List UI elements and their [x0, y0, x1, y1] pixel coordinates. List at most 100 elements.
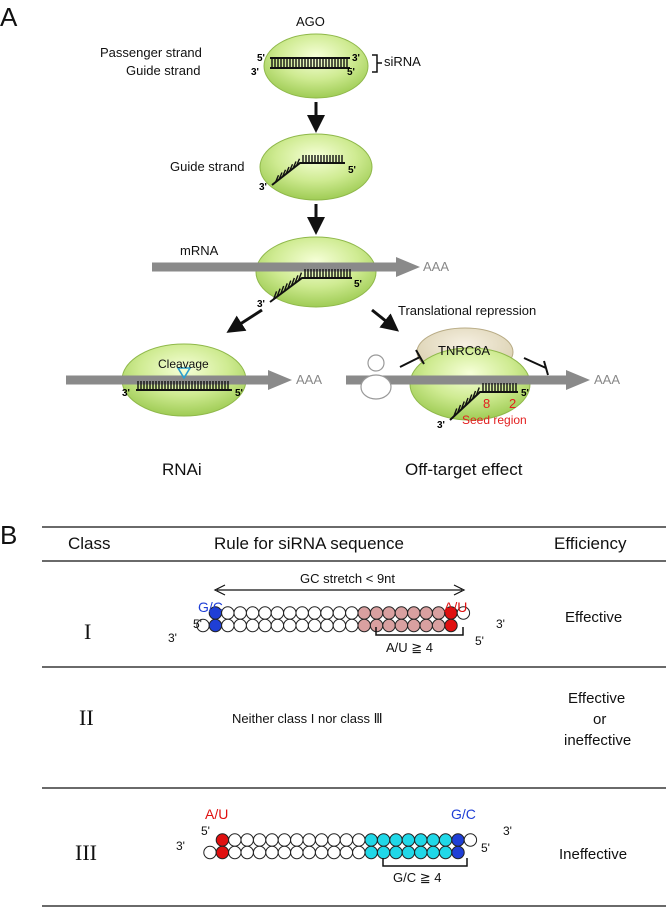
efficiency-row1: Effective [565, 609, 623, 626]
nucleotide-circle [339, 845, 354, 860]
nucleotide-circle [215, 845, 230, 860]
nucleotide-circle [270, 618, 285, 633]
nucleotide-circle [389, 833, 403, 847]
nucleotide-circle [382, 606, 396, 620]
nucleotide-circle [364, 845, 378, 860]
nucleotide-circle [240, 845, 254, 860]
nucleotide-circle [240, 833, 254, 847]
end-label: 5' [354, 279, 362, 290]
end-label: 3' [437, 420, 445, 431]
nucleotide-circle [314, 833, 329, 847]
end-label: 3' [251, 67, 259, 78]
nucleotide-circle [463, 833, 478, 847]
sirna-brace [372, 54, 382, 73]
nucleotide-circle [382, 618, 396, 633]
nucleotide-circle [302, 845, 316, 860]
nucleotide-circle [352, 833, 366, 847]
left-base-row3: A/U [205, 806, 229, 822]
nucleotide-circle [208, 618, 223, 633]
nucleotide-circle [290, 833, 304, 847]
efficiency-row2-line2: or [593, 711, 607, 728]
nucleotide-circle [327, 845, 341, 860]
nucleotide-circle [451, 833, 465, 847]
nucleotide-circle [339, 833, 354, 847]
header-rule: Rule for siRNA sequence [214, 534, 404, 553]
nucleotide-circle [345, 618, 359, 633]
inhibit-symbol-right [523, 357, 549, 376]
nucleotide-circle [221, 606, 235, 620]
ago-ellipse-1 [263, 33, 369, 99]
nucleotide-circle [320, 618, 334, 633]
nucleotide-circle [456, 606, 471, 620]
end-label-5: 5' [475, 634, 484, 648]
nucleotide-circle [451, 845, 465, 860]
bracket-label-row1: A/U ≧ 4 [386, 640, 434, 655]
end-label: 5' [521, 388, 529, 399]
nucleotide-circle [444, 618, 458, 633]
nucleotide-circle [438, 833, 453, 847]
nucleotide-circle [228, 833, 242, 847]
nucleotide-circle [215, 833, 230, 847]
nucleotide-circle [389, 845, 403, 860]
seed-position-8: 8 [483, 396, 491, 411]
nucleotide-circle [314, 845, 329, 860]
nucleotide-circle [364, 833, 378, 847]
nucleotide-circle [290, 845, 304, 860]
end-label-5: 5' [481, 841, 490, 855]
guide-strand-label: Guide strand [126, 63, 201, 78]
sirna-label: siRNA [384, 54, 421, 69]
nucleotide-circle [431, 618, 446, 633]
end-label-3: 3' [176, 839, 185, 853]
left-base-row1: G/C [198, 599, 223, 615]
right-base-row3: G/C [451, 806, 476, 822]
header-efficiency: Efficiency [554, 534, 627, 553]
nucleotide-circle [221, 618, 235, 633]
nucleotide-circle [376, 845, 391, 860]
off-target-title: Off-target effect [405, 460, 523, 479]
end-label-3: 3' [496, 617, 505, 631]
nucleotide-circle [345, 606, 359, 620]
inhibit-symbol-left [399, 349, 425, 368]
mrna-label: mRNA [180, 243, 219, 258]
aaa-label-rnai: AAA [296, 372, 323, 387]
nucleotide-circle [270, 606, 285, 620]
efficiency-row2-line3: ineffective [564, 732, 632, 749]
panel-b-label: B [0, 520, 18, 550]
seed-region-label: Seed region [462, 413, 527, 427]
ribosome-small [367, 354, 385, 372]
nucleotide-circle [327, 833, 341, 847]
nucleotide-circle [332, 606, 347, 620]
nucleotide-circle [203, 845, 217, 860]
nucleotide-circle [426, 833, 440, 847]
nucleotide-circle [277, 845, 292, 860]
nucleotide-circle [258, 618, 272, 633]
nucleotide-circle [320, 606, 334, 620]
nucleotide-circle [277, 833, 292, 847]
end-label: 5' [347, 67, 355, 78]
nucleotide-circle [265, 833, 279, 847]
header-class: Class [68, 534, 111, 553]
nucleotide-circle [369, 606, 384, 620]
end-label: 3' [257, 299, 265, 310]
end-label: 5' [348, 165, 356, 176]
cleavage-triangle [176, 367, 192, 380]
end-label-5: 5' [193, 617, 202, 631]
aaa-label-offtarget: AAA [594, 372, 621, 387]
passenger-strand-label: Passenger strand [100, 45, 202, 60]
nucleotide-circle [401, 833, 416, 847]
end-label: 3' [259, 182, 267, 193]
class-i: I [84, 619, 92, 644]
nucleotide-circle [283, 606, 297, 620]
end-label-5: 5' [201, 824, 210, 838]
bracket-row1 [375, 627, 464, 636]
nucleotide-circle [332, 618, 347, 633]
guide-strand-seed [449, 391, 518, 421]
nucleotide-circle [414, 833, 428, 847]
nucleotide-circle [233, 606, 247, 620]
nucleotide-circle [352, 845, 366, 860]
nucleotide-circle [307, 618, 322, 633]
nucleotide-circle [431, 606, 446, 620]
nucleotide-circle [228, 845, 242, 860]
seed-position-2: 2 [509, 396, 517, 411]
nucleotide-circle [252, 833, 267, 847]
